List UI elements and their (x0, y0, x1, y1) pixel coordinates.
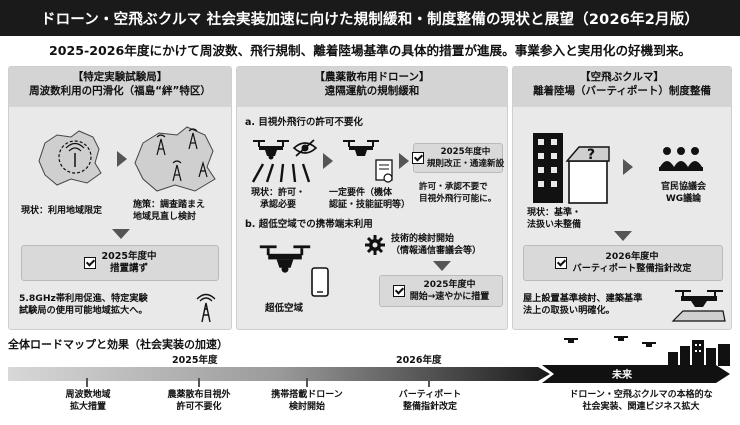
roadmap-outcome: ドローン・空飛ぶクルマの本格的な 社会実装、関連ビジネス拡大 (569, 390, 713, 412)
a-current-caption: 現状：許可・ 承認必要 (251, 188, 306, 210)
panel-footer: 屋上設置基準検討、建築基準 法上の取扱い明確化。 (523, 293, 643, 316)
smartphone-icon (311, 267, 329, 297)
panel-header: 【農薬散布用ドローン】 遠隔運航の規制緩和 (237, 67, 507, 107)
arrow-right-icon (323, 153, 333, 169)
restricted-area-map-icon (38, 130, 102, 186)
panel-tag: 【農薬散布用ドローン】 (314, 71, 430, 83)
status-box-a: 2025年度中 規則改正・通達新設 (411, 143, 504, 173)
milestone-phone-drone: 携帯搭載ドローン 検討開始 (271, 390, 343, 412)
panel-header: 【特定実験試験局】 周波数利用の円滑化（福島“絆”特区） (9, 67, 231, 107)
gear-icon (365, 235, 385, 255)
expanded-area-map-icon (134, 126, 216, 192)
arrow-down-icon (433, 261, 451, 271)
checkbox-icon (554, 257, 567, 269)
a-result-caption: 許可・承認不要で 目視外飛行可能に。 (419, 182, 497, 204)
city-skyline-icon (564, 336, 730, 366)
milestone-agri-drone: 農薬散布目視外 許可不要化 (167, 390, 231, 412)
panel-heading: 離着陸場（バーティポート）制度整備 (533, 85, 711, 97)
status-box-b: 2025年度中 開始→速やかに措置 (379, 275, 503, 307)
roadmap-title: 全体ロードマップと効果（社会実装の加速） (8, 338, 228, 351)
certificate-icon (375, 159, 393, 183)
milestone-tick (428, 378, 430, 387)
checkbox-icon (83, 257, 96, 269)
section-a-title: a. 目視外飛行の許可不要化 (245, 117, 363, 128)
policy-caption: 施策：調査踏まえ 地域見直し検討 (133, 200, 206, 222)
low-airspace-label: 超低空域 (265, 303, 304, 314)
panel-header: 【空飛ぶクルマ】 離着陸場（バーティポート）制度整備 (513, 67, 731, 107)
current-status-caption: 現状：基準・ 法扱い未整備 (527, 208, 582, 230)
year-label-2026: 2026年度 (396, 355, 442, 366)
future-label: 未来 (612, 370, 632, 381)
page-subtitle: 2025-2026年度にかけて周波数、飛行規制、離着陸場基準の具体的措置が進展。… (48, 43, 692, 58)
b-study-caption: 技術的検討開始 （情報通信審議会等） (391, 234, 482, 256)
drone-icon (343, 140, 379, 156)
arrow-right-icon (623, 159, 633, 175)
milestone-tick (306, 378, 308, 387)
svg-text:?: ? (587, 147, 595, 163)
drone-icon (253, 140, 289, 160)
panel-tag: 【特定実験試験局】 (72, 71, 168, 83)
eye-crossed-icon (292, 139, 318, 157)
status-box-2026: 2026年度中 バーティポート整備指針改定 (523, 245, 723, 281)
panel-flying-car: 【空飛ぶクルマ】 離着陸場（バーティポート）制度整備 ? 現状：基準・ 法扱い未… (512, 66, 732, 330)
checkbox-icon (392, 285, 405, 297)
vertiport-drone-icon (671, 290, 726, 322)
panel-footer: 5.8GHz帯利用促進、特定実験 試験局の使用可能地域拡大へ。 (19, 293, 148, 316)
building-icon: ? (533, 133, 610, 204)
panel-frequency: 【特定実験試験局】 周波数利用の円滑化（福島“絆”特区） 現状：利用地域限定 施… (8, 66, 232, 330)
panel-agri-drone: 【農薬散布用ドローン】 遠隔運航の規制緩和 a. 目視外飛行の許可不要化 202… (236, 66, 508, 330)
arrow-down-icon (614, 231, 632, 241)
arrow-right-icon (117, 151, 127, 167)
section-b-title: b. 超低空域での携帯端末利用 (245, 219, 373, 230)
milestone-tick (198, 378, 200, 387)
panel-tag: 【空飛ぶクルマ】 (580, 71, 664, 83)
a-requirement-caption: 一定要件（機体 認証・技能証明等） (329, 188, 411, 210)
status-box-2025: 2025年度中 措置講ず (21, 245, 219, 281)
arrow-down-icon (112, 229, 130, 239)
radio-tower-icon (196, 293, 216, 323)
milestone-tick (86, 378, 88, 387)
milestone-vertiport: バーティポート 整備指針改定 (398, 390, 462, 412)
council-caption: 官民協議会 WG議論 (661, 182, 707, 204)
current-status-caption: 現状：利用地域限定 (21, 206, 103, 216)
page-title: ドローン・空飛ぶクルマ 社会実装加速に向けた規制緩和・制度整備の現状と展望（20… (0, 0, 740, 36)
people-meeting-icon (659, 147, 703, 171)
year-label-2025: 2025年度 (172, 355, 218, 366)
field-rows-icon (251, 163, 311, 183)
drone-icon (259, 245, 311, 273)
arrow-right-icon (399, 153, 409, 169)
panel-heading: 遠隔運航の規制緩和 (324, 85, 420, 97)
panel-heading: 周波数利用の円滑化（福島“絆”特区） (29, 85, 211, 97)
timeline-arrow (8, 365, 730, 383)
milestone-frequency: 周波数地域 拡大措置 (65, 390, 111, 412)
checkbox-icon (411, 152, 424, 164)
